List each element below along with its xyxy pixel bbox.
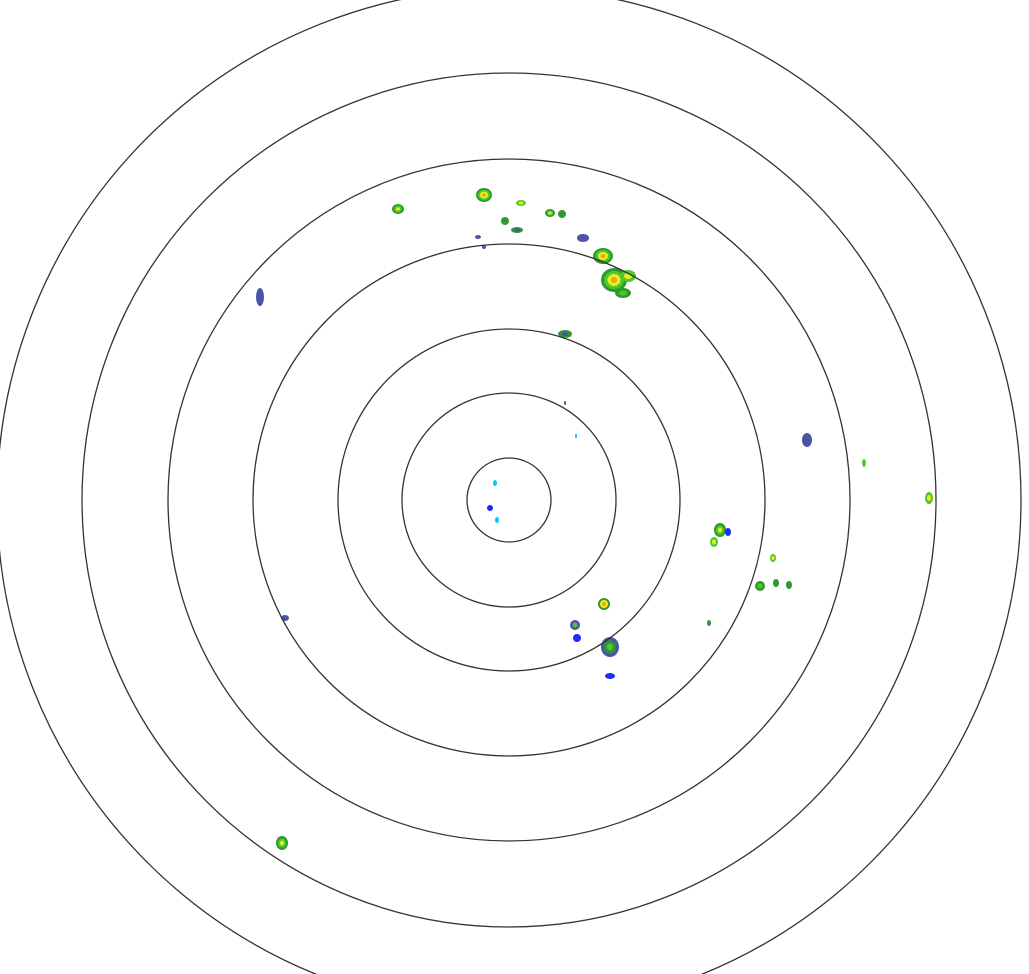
echo-light-blue [725,528,731,536]
echo-cyan [493,480,497,486]
echo-light-blue [605,673,615,679]
echo-green-dark [501,217,509,225]
echo-green [757,583,763,589]
echo-very-light [514,228,520,232]
echo-cell [558,210,566,218]
echo-green [862,459,866,467]
echo-cyan [575,434,577,438]
echo-cell [573,634,581,642]
echo-green [619,290,627,296]
echo-cell [773,579,779,587]
echo-cell [482,245,486,249]
echo-cell [493,480,497,486]
echo-cell [558,330,572,338]
echo-yellow [396,207,400,211]
echo-light-blue [487,505,493,511]
echo-cell [755,581,765,591]
echo-yellow [518,201,524,205]
echo-cell [862,459,866,467]
echo-green-dark [558,210,566,218]
echo-cell [511,227,523,233]
echo-cell [570,620,580,630]
echo-cell [516,200,526,206]
range-ring-4 [252,243,766,757]
echo-yellow [548,211,552,215]
precipitation-echoes [256,188,933,850]
echo-cell [786,581,792,589]
echo-very-light [256,288,264,306]
echo-yellow [771,556,775,560]
echo-very-light [564,401,566,405]
echo-very-light [482,245,486,249]
echo-very-light [577,234,589,242]
echo-cell [770,554,776,562]
echo-yellow [718,527,722,533]
echo-cell [476,188,492,202]
echo-cell [601,637,619,657]
echo-cell [501,217,509,225]
echo-orange [482,193,486,197]
echo-green-dark [786,581,792,589]
echo-cell [725,528,731,536]
echo-cell [495,517,499,523]
echo-cell [564,401,566,405]
echo-very-light [561,332,569,336]
echo-yellow [712,539,716,545]
echo-light-blue [573,634,581,642]
range-ring-3 [337,328,681,672]
echo-very-light [802,433,812,447]
echo-yellow [927,495,931,501]
echo-orange [600,254,606,258]
echo-cell [605,673,615,679]
echo-green [607,643,613,651]
range-ring-6 [81,72,937,928]
echo-cell [256,288,264,306]
echo-cell [575,434,577,438]
echo-green-dark [773,579,779,587]
echo-cell [710,537,718,547]
echo-cell [545,209,555,217]
echo-cell [925,492,933,504]
echo-cell [707,620,711,626]
echo-cell [276,836,288,850]
echo-cell [598,598,610,610]
echo-cell [577,234,589,242]
echo-cell [392,204,404,214]
echo-orange [610,277,618,283]
echo-cell [615,288,631,298]
range-ring-1 [466,457,552,543]
echo-very-light [475,235,481,239]
echo-yellow [280,840,284,846]
echo-cell [487,505,493,511]
echo-cell [714,523,726,537]
echo-cell [802,433,812,447]
echo-cell [475,235,481,239]
echo-orange [602,602,606,606]
range-ring-5 [167,158,851,842]
echo-green-dark [707,620,711,626]
range-ring-2 [401,392,617,608]
echo-green [572,622,578,628]
echo-cyan [495,517,499,523]
